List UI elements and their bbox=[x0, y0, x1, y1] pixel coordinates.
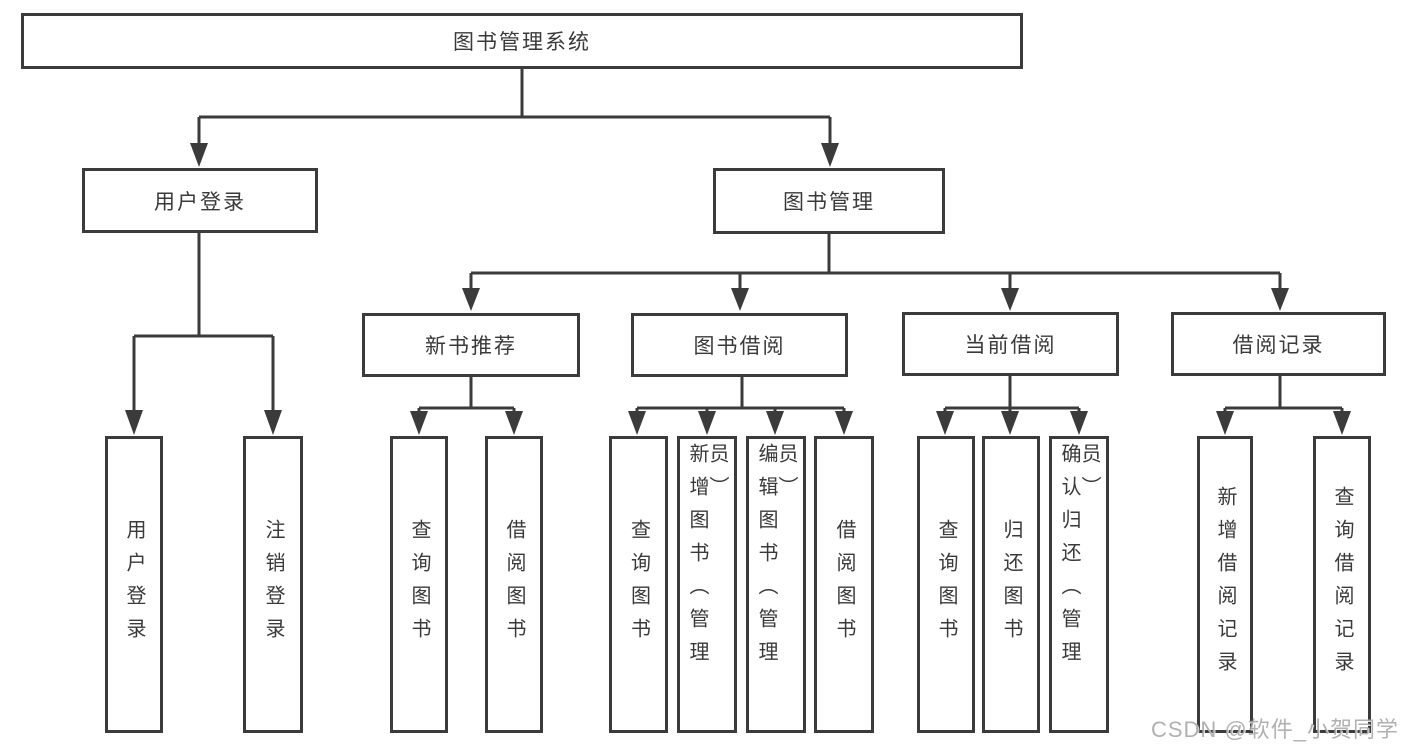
node-library-management-system: 图书管理系统 bbox=[21, 13, 1023, 69]
node-leaf-borrow-books-2: 借阅图书 bbox=[814, 436, 874, 733]
node-leaf-query-borrow-record-label: 查询借阅记录 bbox=[1331, 485, 1353, 684]
node-book-borrow: 图书借阅 bbox=[631, 313, 848, 377]
node-leaf-borrow-books-2-label: 借阅图书 bbox=[833, 518, 855, 651]
node-book-management-label: 图书管理 bbox=[783, 191, 875, 214]
connector-user-login-to-leaves bbox=[125, 232, 282, 435]
node-borrow-records-label: 借阅记录 bbox=[1232, 334, 1325, 357]
node-leaf-query-borrow-record: 查询借阅记录 bbox=[1313, 436, 1371, 733]
node-new-book-recommend-label: 新书推荐 bbox=[425, 335, 517, 358]
node-leaf-borrow-books-1: 借阅图书 bbox=[485, 436, 543, 733]
node-leaf-return-book-label: 归还图书 bbox=[1000, 518, 1022, 651]
node-book-borrow-label: 图书借阅 bbox=[693, 335, 786, 358]
connector-root-to-level2 bbox=[190, 69, 839, 167]
node-book-management: 图书管理 bbox=[713, 168, 945, 234]
node-borrow-records: 借阅记录 bbox=[1171, 312, 1386, 376]
node-leaf-query-books-3-label: 查询图书 bbox=[935, 518, 957, 651]
node-leaf-query-books-1-label: 查询图书 bbox=[408, 518, 430, 651]
connector-borrow-records-to-leaves bbox=[1216, 376, 1351, 435]
node-current-borrow-label: 当前借阅 bbox=[964, 334, 1057, 357]
node-leaf-query-books-2: 查询图书 bbox=[609, 436, 668, 733]
node-current-borrow: 当前借阅 bbox=[902, 312, 1119, 376]
node-leaf-add-borrow-record: 新增借阅记录 bbox=[1197, 436, 1253, 733]
node-leaf-query-books-3: 查询图书 bbox=[917, 436, 975, 733]
node-leaf-query-books-2-label: 查询图书 bbox=[627, 518, 650, 651]
connector-current-borrow-to-leaves bbox=[936, 376, 1088, 435]
node-leaf-user-login: 用户登录 bbox=[105, 436, 163, 733]
node-leaf-logout-label: 注销登录 bbox=[262, 518, 284, 651]
node-leaf-add-book-admin-label: 新增图书（管理员） bbox=[686, 442, 728, 674]
node-library-management-system-label: 图书管理系统 bbox=[453, 31, 591, 54]
node-leaf-edit-book-admin-label: 编辑图书（管理员） bbox=[755, 442, 797, 674]
node-leaf-borrow-books-1-label: 借阅图书 bbox=[503, 518, 525, 651]
node-leaf-confirm-return-admin: 确认归还（管理员） bbox=[1049, 436, 1109, 733]
node-leaf-edit-book-admin: 编辑图书（管理员） bbox=[746, 436, 806, 733]
node-leaf-add-borrow-record-label: 新增借阅记录 bbox=[1214, 485, 1236, 684]
node-new-book-recommend: 新书推荐 bbox=[362, 313, 580, 377]
node-leaf-user-login-label: 用户登录 bbox=[123, 518, 145, 651]
csdn-watermark: CSDN @软件_小贺同学 bbox=[1150, 717, 1399, 742]
node-leaf-confirm-return-admin-label: 确认归还（管理员） bbox=[1058, 442, 1100, 674]
node-leaf-logout: 注销登录 bbox=[243, 436, 303, 733]
connector-book-management-to-level3 bbox=[462, 234, 1289, 311]
node-user-login: 用户登录 bbox=[82, 168, 318, 233]
node-leaf-query-books-1: 查询图书 bbox=[390, 436, 448, 733]
connector-book-borrow-to-leaves bbox=[628, 377, 853, 435]
connector-new-book-recommend-to-leaves bbox=[410, 377, 523, 435]
node-user-login-label: 用户登录 bbox=[154, 190, 246, 214]
node-leaf-add-book-admin: 新增图书（管理员） bbox=[677, 436, 737, 733]
node-leaf-return-book: 归还图书 bbox=[982, 436, 1040, 733]
